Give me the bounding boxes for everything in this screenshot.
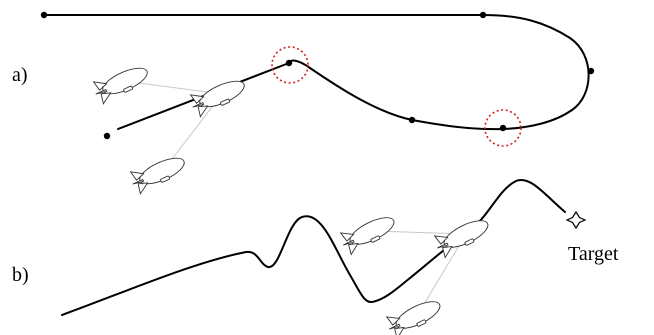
blimp-icon <box>187 72 250 119</box>
target-label: Target <box>568 243 619 265</box>
waypoint-dot-icon <box>479 11 487 19</box>
formation-link <box>123 80 223 95</box>
blimp-icon <box>383 293 446 335</box>
panel-a-label: a) <box>12 64 28 86</box>
panel-b: b) Target <box>12 178 619 335</box>
waypoint-dot-icon <box>499 124 507 132</box>
target-star-icon <box>565 210 587 230</box>
waypoint-dot-icon <box>408 116 416 124</box>
highlight-circle <box>271 46 309 84</box>
blimp-icon <box>90 59 153 106</box>
panel-a: a) <box>12 11 595 196</box>
waypoint-dot-icon <box>40 11 48 19</box>
blimp-icon <box>127 149 190 196</box>
highlight-circle <box>484 109 522 147</box>
panel-b-path <box>61 178 566 316</box>
blimp-icon <box>337 209 400 257</box>
waypoint-dot-icon <box>285 59 293 67</box>
waypoint-dot-icon <box>587 67 595 75</box>
waypoint-dot-icon <box>103 132 111 140</box>
panel-b-label: b) <box>12 264 29 286</box>
